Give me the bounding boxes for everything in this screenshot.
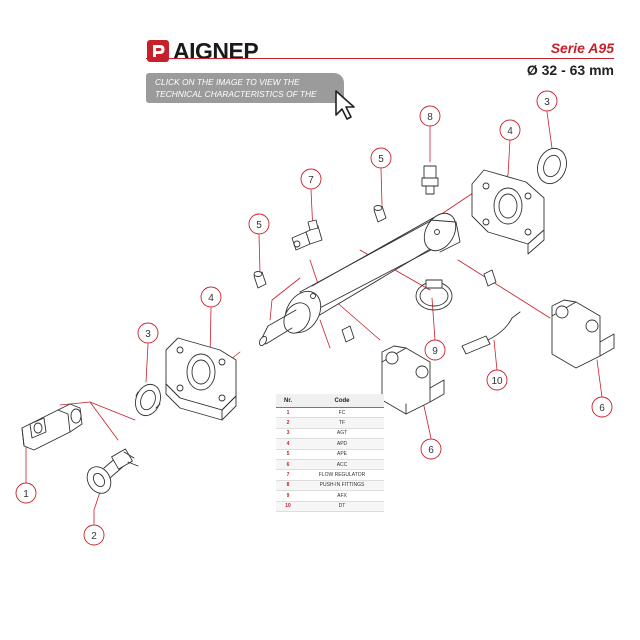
row-code: AGT [300, 428, 384, 440]
cylinder-body[interactable] [258, 208, 462, 347]
callout-1[interactable]: 1 [15, 482, 37, 504]
header-divider [146, 58, 614, 59]
row-nr: 8 [276, 480, 300, 492]
callout-3-left[interactable]: 3 [137, 322, 159, 344]
column-header-nr: Nr. [276, 394, 300, 408]
svg-text:10: 10 [491, 376, 503, 387]
callout-4-left[interactable]: 4 [200, 286, 222, 308]
view-technical-characteristics-banner[interactable]: CLICK ON THE IMAGE TO VIEW THE TECHNICAL… [146, 73, 344, 111]
callout-3-right[interactable]: 3 [536, 90, 558, 112]
push-in-fitting[interactable] [421, 165, 439, 195]
callout-9[interactable]: 9 [424, 339, 446, 361]
svg-text:9: 9 [432, 346, 438, 357]
row-nr: 3 [276, 428, 300, 440]
brand-name: AIGNEP [173, 38, 259, 64]
callout-5-left[interactable]: 5 [248, 213, 270, 235]
row-code: APD [300, 438, 384, 450]
row-nr: 4 [276, 438, 300, 450]
aignep-logo-icon [147, 40, 169, 62]
svg-text:4: 4 [208, 293, 214, 304]
row-nr: 10 [276, 501, 300, 512]
flange-right[interactable] [471, 169, 545, 255]
svg-text:7: 7 [308, 175, 314, 186]
row-nr: 7 [276, 469, 300, 481]
callout-6-right[interactable]: 6 [591, 396, 613, 418]
plug-screw-left[interactable] [253, 271, 267, 289]
plug-screw-mid[interactable] [341, 269, 497, 343]
table-header-row: Nr. Code [276, 394, 384, 408]
svg-text:6: 6 [428, 445, 434, 456]
plug-screw-top[interactable] [373, 205, 387, 223]
brand-logo[interactable]: AIGNEP [146, 38, 259, 64]
svg-text:3: 3 [544, 97, 550, 108]
rod-eye-end[interactable] [82, 448, 139, 498]
bracket-lower-right[interactable] [551, 299, 615, 369]
cursor-arrow-icon [335, 90, 355, 120]
row-nr: 5 [276, 449, 300, 460]
svg-text:6: 6 [599, 403, 605, 414]
callout-2[interactable]: 2 [83, 524, 105, 546]
lock-nut-right[interactable] [533, 144, 572, 187]
callout-4-right[interactable]: 4 [499, 119, 521, 141]
clevis-fork[interactable] [21, 403, 83, 451]
callout-7[interactable]: 7 [300, 168, 322, 190]
svg-text:3: 3 [145, 329, 151, 340]
column-header-code: Code [300, 394, 384, 408]
row-code: AFX [300, 490, 384, 502]
svg-text:1: 1 [23, 489, 29, 500]
lock-nut-left[interactable] [131, 381, 164, 419]
flange-left[interactable] [165, 337, 237, 421]
row-code: FLOW REGULATOR [300, 469, 384, 481]
row-code: APE [300, 449, 384, 460]
row-code: TF [300, 417, 384, 429]
callout-5-right[interactable]: 5 [370, 147, 392, 169]
callout-circles: 1 2 3 3 4 4 5 [15, 90, 613, 546]
svg-text:5: 5 [256, 220, 262, 231]
callout-6-center[interactable]: 6 [420, 438, 442, 460]
row-nr: 9 [276, 490, 300, 502]
callout-10[interactable]: 10 [486, 369, 508, 391]
row-code: DT [300, 501, 384, 512]
banner-text: CLICK ON THE IMAGE TO VIEW THE TECHNICAL… [155, 77, 317, 111]
diameter-range: Ø 32 - 63 mm [526, 62, 614, 78]
sensor-clamp[interactable] [415, 279, 453, 311]
callout-8[interactable]: 8 [419, 105, 441, 127]
row-nr: 1 [276, 407, 300, 419]
svg-text:5: 5 [378, 154, 384, 165]
svg-text:4: 4 [507, 126, 513, 137]
row-nr: 6 [276, 459, 300, 471]
row-code: ACC [300, 459, 384, 471]
row-code: FC [300, 407, 384, 419]
sensor[interactable] [461, 311, 521, 355]
svg-text:8: 8 [427, 112, 433, 123]
flow-regulator[interactable] [291, 219, 323, 251]
series-title: Serie A95 [550, 40, 614, 56]
row-code: PUSH-IN FITTINGS [300, 480, 384, 492]
svg-text:2: 2 [91, 531, 97, 542]
row-nr: 2 [276, 417, 300, 429]
